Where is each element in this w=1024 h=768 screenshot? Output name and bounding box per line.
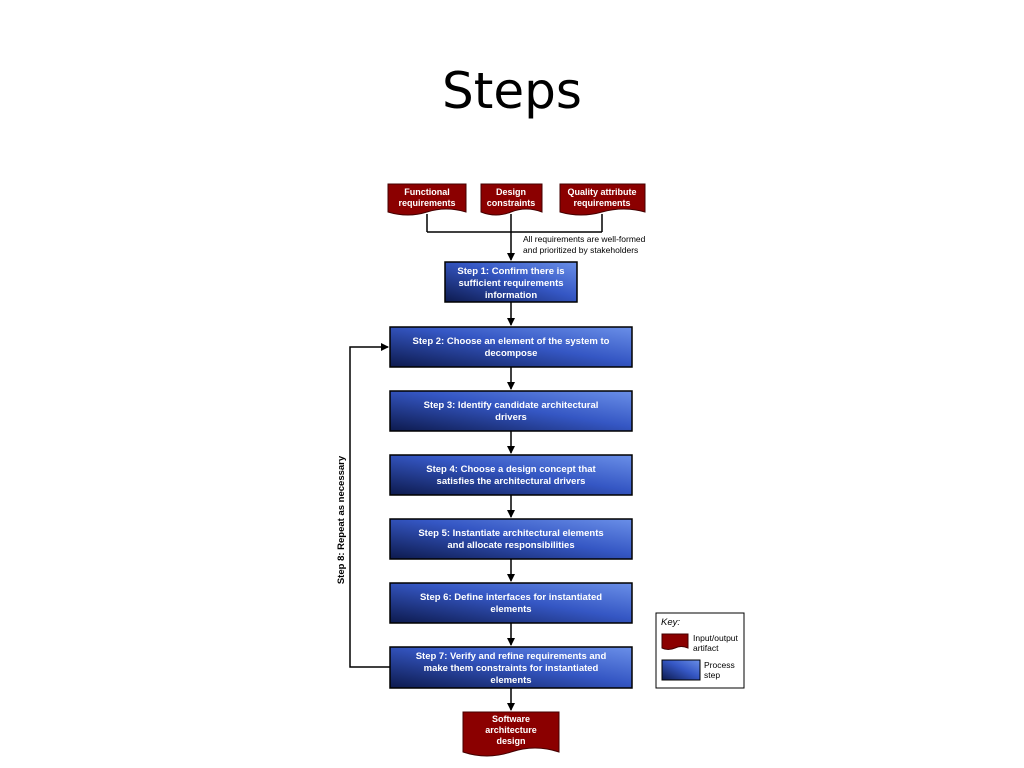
- output-artifact-label: architecture: [485, 725, 537, 735]
- step-7-box: Step 7: Verify and refine requirements a…: [389, 646, 633, 689]
- output-artifact-label: design: [496, 736, 525, 746]
- step-label: Step 5: Instantiate architectural elemen…: [418, 528, 603, 539]
- step-label: drivers: [495, 412, 527, 423]
- input-artifact-label: Functional: [404, 187, 450, 197]
- step-label: elements: [490, 675, 531, 686]
- step-5-box: Step 5: Instantiate architectural elemen…: [389, 518, 633, 560]
- step-label: Step 7: Verify and refine requirements a…: [416, 651, 607, 662]
- input-artifact-label: Quality attribute: [567, 187, 636, 197]
- step-label: satisfies the architectural drivers: [437, 476, 586, 487]
- step-label: Step 2: Choose an element of the system …: [413, 336, 610, 347]
- step-6-box: Step 6: Define interfaces for instantiat…: [389, 582, 633, 624]
- legend-process-label: Process: [704, 660, 735, 670]
- step-label: sufficient requirements: [458, 278, 563, 289]
- step-label: and allocate responsibilities: [447, 540, 574, 551]
- requirements-note: and prioritized by stakeholders: [523, 245, 638, 255]
- step-label: Step 4: Choose a design concept that: [426, 464, 596, 475]
- input-artifact-label: requirements: [398, 198, 455, 208]
- legend-process-label: step: [704, 670, 720, 680]
- step-1-box: Step 1: Confirm there is sufficient requ…: [444, 261, 578, 303]
- input-artifact-label: Design: [496, 187, 526, 197]
- step-label: information: [485, 290, 537, 301]
- step-label: decompose: [485, 348, 538, 359]
- step-label: make them constraints for instantiated: [424, 663, 599, 674]
- slide-title: Steps: [442, 62, 582, 120]
- input-artifact-label: requirements: [573, 198, 630, 208]
- legend-artifact-label: Input/output: [693, 633, 739, 643]
- output-artifact-label: Software: [492, 714, 530, 724]
- step-3-box: Step 3: Identify candidate architectural…: [389, 390, 633, 432]
- input-artifact-label: constraints: [487, 198, 536, 208]
- step-2-box: Step 2: Choose an element of the system …: [389, 326, 633, 368]
- legend-artifact-swatch: [661, 633, 689, 650]
- step-label: elements: [490, 604, 531, 615]
- step-label: Step 3: Identify candidate architectural: [424, 400, 599, 411]
- legend-key: Key: Input/output artifact Process step: [655, 612, 745, 689]
- legend-process-swatch: [661, 659, 701, 681]
- legend-artifact-label: artifact: [693, 643, 719, 653]
- input-artifact-design-constraints: Design constraints: [480, 183, 543, 216]
- output-artifact: Software architecture design: [462, 711, 560, 757]
- step-4-box: Step 4: Choose a design concept that sat…: [389, 454, 633, 496]
- input-artifact-functional: Functional requirements: [387, 183, 467, 216]
- step-label: Step 6: Define interfaces for instantiat…: [420, 592, 602, 603]
- repeat-loop-connector: [349, 343, 390, 668]
- step-label: Step 1: Confirm there is: [457, 266, 564, 277]
- repeat-loop-label: Step 8: Repeat as necessary: [336, 455, 347, 584]
- legend-title: Key:: [661, 617, 680, 628]
- input-artifact-quality-attributes: Quality attribute requirements: [559, 183, 646, 216]
- input-merge-connector: [426, 214, 603, 261]
- requirements-note: All requirements are well-formed: [523, 234, 646, 244]
